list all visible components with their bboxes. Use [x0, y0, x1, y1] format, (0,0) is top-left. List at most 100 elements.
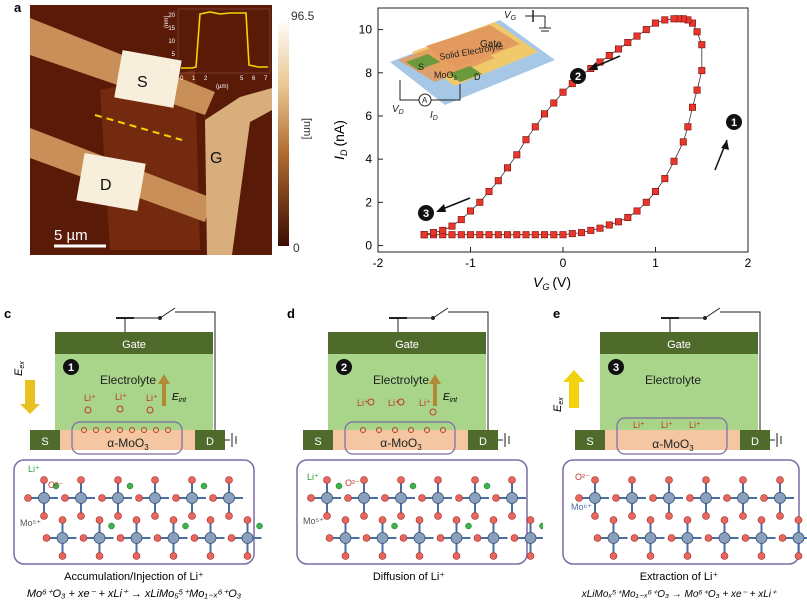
oxygen-atom [434, 512, 442, 520]
panel-c-caption: Accumulation/Injection of Li⁺ [64, 571, 204, 583]
profile-line [94, 114, 183, 141]
oxygen-atom [169, 516, 178, 524]
drain-block [468, 430, 498, 450]
li-atom [182, 522, 189, 530]
crystal-lattice [24, 476, 263, 560]
colorbar-min: 0 [293, 241, 300, 255]
oxygen-atom [794, 516, 803, 524]
oxygen-atom [720, 552, 729, 560]
li-atom [256, 522, 263, 530]
data-point [679, 138, 687, 146]
oxygen-atom [243, 516, 252, 524]
switch-pivot-icon [158, 316, 162, 320]
mo-atom [395, 492, 407, 504]
data-point [605, 221, 613, 229]
li-atom [539, 522, 543, 530]
oxygen-atom [591, 476, 599, 484]
li-ion-label: Li⁺ [419, 398, 431, 408]
oxygen-atom [436, 534, 445, 542]
data-point [661, 16, 669, 24]
li-ion-label: Li⁺ [115, 392, 127, 402]
mo-atom [241, 532, 254, 544]
o-legend: O²⁻ [345, 478, 360, 488]
mo-atom [149, 492, 161, 504]
data-point [661, 175, 669, 183]
data-point [476, 198, 484, 206]
oxygen-atom [95, 552, 104, 560]
li-atom [200, 482, 208, 490]
source-label: S [41, 436, 48, 448]
oxygen-atom [665, 476, 673, 484]
inset-xtick: 2 [204, 76, 208, 82]
lattice-box [562, 459, 800, 565]
label-d: D [100, 177, 112, 194]
li-atom [126, 482, 134, 490]
source-block [303, 430, 333, 450]
mo-atom [93, 532, 106, 544]
oxygen-atom [720, 516, 729, 524]
ammeter-label: A [422, 96, 428, 105]
panel-d-caption: Diffusion of Li⁺ [373, 571, 445, 583]
oxygen-atom [397, 512, 405, 520]
switch-pivot-icon [431, 316, 435, 320]
oxygen-atom [646, 516, 655, 524]
mo-atom [589, 492, 601, 504]
mo-atom [626, 492, 638, 504]
electrolyte-label: Electrolyte [645, 373, 701, 387]
inset-xtick: 7 [264, 76, 268, 82]
d-contact [448, 66, 482, 82]
o-legend: O²⁻ [575, 472, 590, 482]
oxygen-atom [40, 476, 48, 484]
data-point [531, 231, 539, 239]
oxygen-atom [508, 476, 516, 484]
panel-d-letter: d [287, 306, 295, 321]
mo-atom [321, 492, 333, 504]
oxygen-atom [489, 516, 498, 524]
data-point [633, 207, 641, 215]
oxygen-atom [378, 552, 387, 560]
oxygen-atom [190, 534, 199, 542]
oxygen-atom [399, 534, 408, 542]
inset-s-label: S [418, 62, 424, 72]
inset-xlabel: (µm) [216, 84, 228, 90]
mo-atom [700, 492, 712, 504]
mo-legend: Mo⁵⁺ [20, 518, 41, 528]
data-point [624, 38, 632, 46]
oxygen-atom [760, 494, 768, 502]
channel-label: α-MoO3 [380, 436, 422, 452]
oxygen-atom [649, 494, 657, 502]
mo-atom [112, 492, 124, 504]
x-tick-label: -1 [465, 256, 476, 270]
oxygen-atom [591, 512, 599, 520]
oxygen-atom [243, 552, 252, 560]
mo-atom [204, 532, 217, 544]
mo-atom [681, 532, 694, 544]
data-point [684, 123, 692, 131]
oxygen-atom [526, 552, 535, 560]
oxygen-atom [628, 476, 636, 484]
arrow-1-head [721, 140, 729, 150]
oxygen-atom [209, 494, 217, 502]
gate-label: Gate [667, 339, 691, 351]
data-point [467, 207, 475, 215]
oxygen-atom [757, 516, 766, 524]
oxygen-atom [360, 476, 368, 484]
svg-text:1: 1 [68, 362, 74, 374]
oxygen-atom [77, 476, 85, 484]
e-ex-arrow [563, 370, 585, 408]
data-point [670, 15, 678, 23]
e-int-label: Eint [443, 392, 458, 404]
data-point [651, 188, 659, 196]
oxygen-atom [79, 534, 88, 542]
oxygen-atom [58, 552, 67, 560]
oxygen-atom [95, 516, 104, 524]
mo-atom [186, 492, 198, 504]
li-atom [391, 522, 398, 530]
data-point [448, 231, 456, 239]
oxygen-atom [323, 512, 331, 520]
y-tick-label: 8 [365, 66, 372, 80]
drain-label: D [479, 436, 487, 448]
mo-atom [75, 492, 87, 504]
inset-vd-label: VD [392, 104, 404, 116]
drain-block [195, 430, 225, 450]
